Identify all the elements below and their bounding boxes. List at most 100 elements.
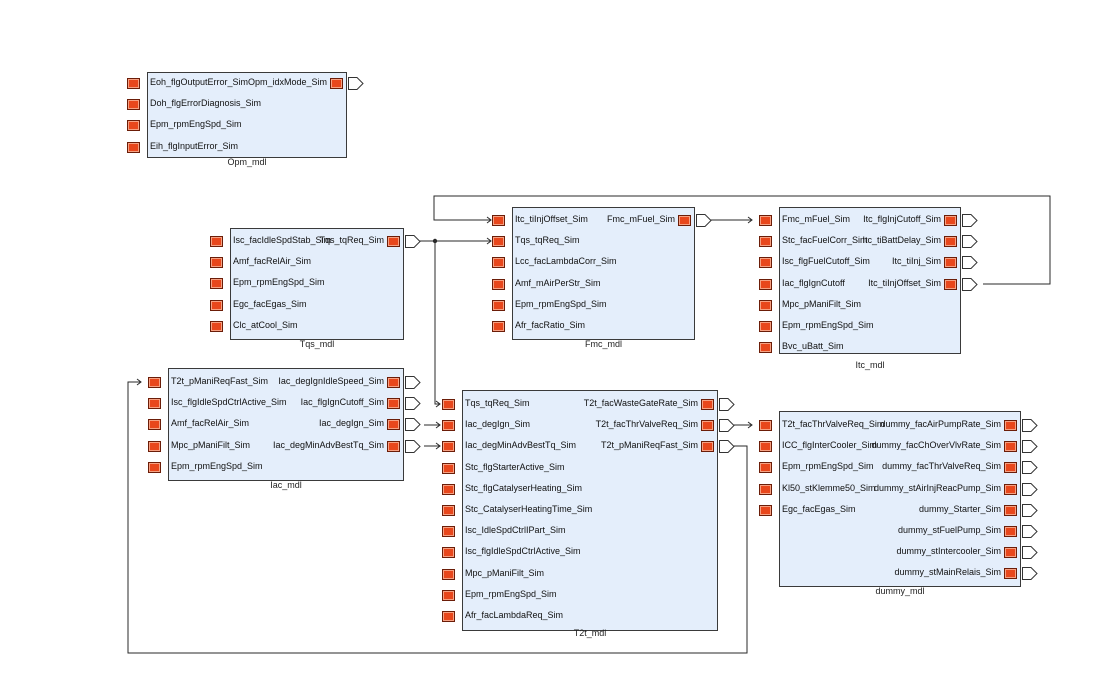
- output-arrow-icon[interactable]: [1022, 461, 1038, 474]
- output-arrow-icon[interactable]: [405, 418, 421, 431]
- input-port[interactable]: [492, 215, 505, 226]
- output-port[interactable]: [944, 215, 957, 226]
- block-t2t[interactable]: [462, 390, 718, 631]
- block-dummy[interactable]: [779, 411, 1021, 587]
- output-arrow-icon[interactable]: [405, 235, 421, 248]
- input-port[interactable]: [759, 279, 772, 290]
- input-port[interactable]: [442, 484, 455, 495]
- input-port[interactable]: [759, 505, 772, 516]
- input-port[interactable]: [759, 420, 772, 431]
- input-port[interactable]: [442, 399, 455, 410]
- output-arrow-icon[interactable]: [1022, 483, 1038, 496]
- input-port[interactable]: [442, 590, 455, 601]
- output-port[interactable]: [1004, 505, 1017, 516]
- input-port[interactable]: [759, 257, 772, 268]
- output-arrow-icon[interactable]: [1022, 546, 1038, 559]
- input-port[interactable]: [442, 420, 455, 431]
- input-port[interactable]: [492, 279, 505, 290]
- output-arrow-icon[interactable]: [1022, 567, 1038, 580]
- output-port[interactable]: [944, 279, 957, 290]
- block-iac[interactable]: [168, 368, 404, 481]
- output-port[interactable]: [944, 236, 957, 247]
- input-port[interactable]: [148, 419, 161, 430]
- output-arrow-icon[interactable]: [962, 256, 978, 269]
- input-port[interactable]: [442, 441, 455, 452]
- output-port[interactable]: [701, 420, 714, 431]
- input-port[interactable]: [210, 300, 223, 311]
- input-port[interactable]: [148, 441, 161, 452]
- input-port[interactable]: [210, 236, 223, 247]
- output-port[interactable]: [387, 398, 400, 409]
- output-port[interactable]: [1004, 568, 1017, 579]
- input-port[interactable]: [492, 236, 505, 247]
- input-port[interactable]: [210, 278, 223, 289]
- output-port[interactable]: [1004, 420, 1017, 431]
- output-port[interactable]: [701, 399, 714, 410]
- input-port[interactable]: [442, 611, 455, 622]
- input-port[interactable]: [148, 398, 161, 409]
- output-port-label: Iac_flgIgnCutoff_Sim: [300, 397, 384, 407]
- output-arrow-icon[interactable]: [1022, 504, 1038, 517]
- output-arrow-icon[interactable]: [962, 214, 978, 227]
- output-port[interactable]: [1004, 441, 1017, 452]
- output-port[interactable]: [1004, 484, 1017, 495]
- output-port[interactable]: [944, 257, 957, 268]
- input-port[interactable]: [759, 342, 772, 353]
- output-arrow-icon[interactable]: [405, 397, 421, 410]
- block-fmc[interactable]: [512, 207, 695, 340]
- input-port[interactable]: [759, 215, 772, 226]
- input-port[interactable]: [210, 257, 223, 268]
- output-arrow-icon[interactable]: [719, 419, 735, 432]
- output-port[interactable]: [387, 236, 400, 247]
- output-port[interactable]: [1004, 462, 1017, 473]
- input-port[interactable]: [492, 300, 505, 311]
- output-port[interactable]: [1004, 526, 1017, 537]
- input-port[interactable]: [759, 300, 772, 311]
- output-arrow-icon[interactable]: [1022, 419, 1038, 432]
- input-port[interactable]: [148, 377, 161, 388]
- output-port[interactable]: [678, 215, 691, 226]
- input-port[interactable]: [442, 505, 455, 516]
- input-port[interactable]: [759, 236, 772, 247]
- input-port[interactable]: [210, 321, 223, 332]
- output-arrow-icon[interactable]: [962, 278, 978, 291]
- input-port-label: Iac_flgIgnCutoff: [782, 278, 845, 288]
- input-port[interactable]: [127, 99, 140, 110]
- output-arrow-icon[interactable]: [719, 398, 735, 411]
- output-arrow-icon[interactable]: [405, 376, 421, 389]
- input-port[interactable]: [442, 569, 455, 580]
- block-itc[interactable]: [779, 207, 961, 354]
- input-port[interactable]: [127, 78, 140, 89]
- input-port[interactable]: [492, 257, 505, 268]
- wire-t2t-feedback-to-iac: [127, 381, 748, 654]
- output-port[interactable]: [701, 441, 714, 452]
- input-port[interactable]: [442, 526, 455, 537]
- output-arrow-icon[interactable]: [962, 235, 978, 248]
- input-port[interactable]: [492, 321, 505, 332]
- output-arrow-icon[interactable]: [405, 440, 421, 453]
- input-port[interactable]: [759, 462, 772, 473]
- block-tqs[interactable]: [230, 228, 404, 340]
- output-port[interactable]: [387, 441, 400, 452]
- block-opm[interactable]: [147, 72, 347, 158]
- output-port[interactable]: [1004, 547, 1017, 558]
- output-port-label: dummy_stFuelPump_Sim: [897, 525, 1001, 535]
- input-port[interactable]: [442, 547, 455, 558]
- input-port[interactable]: [759, 484, 772, 495]
- input-port[interactable]: [127, 142, 140, 153]
- output-arrow-icon[interactable]: [696, 214, 712, 227]
- output-arrow-icon[interactable]: [348, 77, 364, 90]
- input-port[interactable]: [759, 321, 772, 332]
- output-port[interactable]: [387, 419, 400, 430]
- output-port[interactable]: [387, 377, 400, 388]
- output-arrow-icon[interactable]: [1022, 525, 1038, 538]
- output-arrow-icon[interactable]: [719, 440, 735, 453]
- input-port[interactable]: [148, 462, 161, 473]
- output-port-label: dummy_stAirInjReacPump_Sim: [873, 483, 1001, 493]
- input-port[interactable]: [442, 463, 455, 474]
- input-port[interactable]: [127, 120, 140, 131]
- input-port-label: T2t_facThrValveReq_Sim: [782, 419, 885, 429]
- input-port[interactable]: [759, 441, 772, 452]
- output-arrow-icon[interactable]: [1022, 440, 1038, 453]
- output-port[interactable]: [330, 78, 343, 89]
